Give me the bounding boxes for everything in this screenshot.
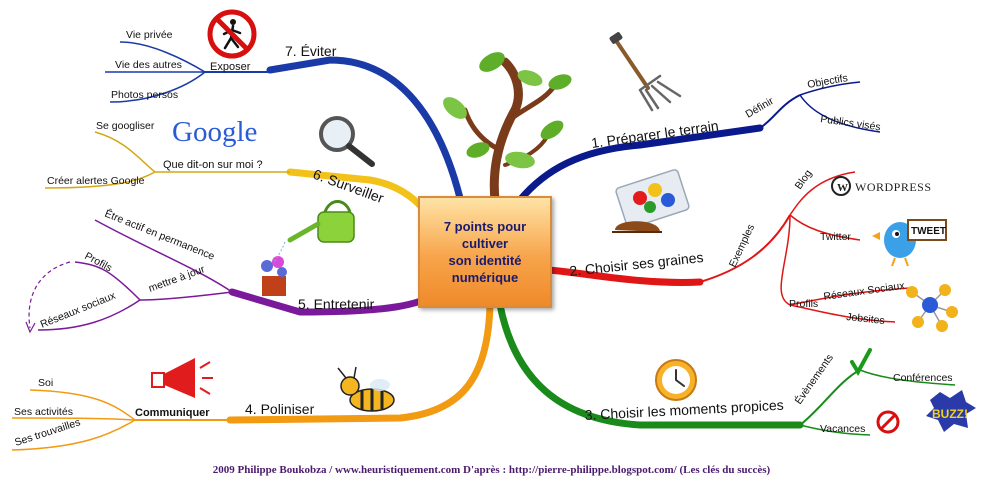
branch-7-leaf-2: Vie des autres bbox=[115, 59, 182, 71]
pitchfork-icon bbox=[609, 32, 682, 112]
bee-icon bbox=[337, 366, 395, 412]
watering-can-icon bbox=[261, 200, 355, 296]
branch-6-sub: Que dit-on sur moi ? bbox=[163, 159, 263, 171]
no-entry-icon bbox=[876, 410, 900, 434]
branch-4-leaf-2: Ses activités bbox=[14, 406, 73, 418]
branch-2-leaf-4: Réseaux Sociaux bbox=[823, 280, 906, 303]
branch-5-leaf-1: Profils bbox=[83, 250, 114, 274]
branch-6-label: 6. Surveiller bbox=[311, 166, 386, 206]
no-walking-sign-icon bbox=[207, 9, 257, 59]
branch-1-leaf-2: Publics visés bbox=[820, 113, 882, 133]
branch-3-leaf-1: Conférences bbox=[893, 372, 953, 384]
branch-5-sub-2: mettre à jour bbox=[147, 263, 207, 295]
branch-2-sub: Exemples bbox=[727, 222, 757, 269]
footer-credits: 2009 Philippe Boukobza / www.heuristique… bbox=[212, 464, 771, 476]
branch-7-leaf-3: Photos persos bbox=[111, 89, 178, 101]
branch-5: 5. Entretenir Être actif en permanence m… bbox=[25, 207, 444, 334]
branch-2-leaf-1: Blog bbox=[793, 167, 815, 191]
google-logo: Google bbox=[172, 116, 257, 148]
branch-7-line bbox=[266, 56, 464, 202]
clock-icon bbox=[655, 359, 697, 401]
branch-7-label: 7. Éviter bbox=[285, 43, 337, 59]
branch-2-leaf-2: Twitter bbox=[820, 231, 851, 243]
network-icon bbox=[906, 284, 958, 332]
branch-2-leaf-5: Jobsites bbox=[846, 311, 886, 327]
buzz-logo: BUZZ! bbox=[926, 390, 976, 432]
checkmark-icon bbox=[850, 348, 872, 377]
twitter-bird-icon: TWEET bbox=[872, 219, 947, 267]
branch-6-leaf-1: Se googliser bbox=[96, 120, 155, 132]
megaphone-icon bbox=[151, 358, 213, 398]
svg-text:WORDPRESS: WORDPRESS bbox=[855, 180, 932, 194]
branch-7-leaf-1: Vie privée bbox=[126, 29, 173, 41]
branch-4-label: 4. Poliniser bbox=[245, 401, 315, 417]
branch-4: 4. Poliniser Communiquer Soi Ses activit… bbox=[11, 301, 494, 451]
branch-3-label: 3. Choisir les moments propices bbox=[584, 397, 784, 423]
central-topic-title: 7 points pour cultiver son identité numé… bbox=[443, 219, 527, 285]
branch-3-sub-1: Évènements bbox=[792, 351, 836, 406]
branch-1-line bbox=[516, 124, 764, 204]
branch-7-sub: Exposer bbox=[210, 61, 251, 73]
branch-1-sub: Définir bbox=[744, 95, 777, 121]
svg-text:TWEET: TWEET bbox=[911, 226, 946, 237]
wordpress-logo: W WORDPRESS bbox=[831, 176, 932, 196]
branch-3-line bbox=[496, 301, 804, 429]
branch-5-leaf-2: Réseaux sociaux bbox=[39, 289, 118, 330]
branch-2-line bbox=[544, 266, 704, 286]
branch-4-leaf-1: Soi bbox=[38, 377, 53, 389]
branch-5-sub-1: Être actif en permanence bbox=[103, 207, 217, 263]
branch-2-label: 2. Choisir ses graines bbox=[569, 249, 705, 279]
branch-2-leaf-3: Profils bbox=[789, 298, 818, 310]
branch-1-leaf-1: Objectifs bbox=[806, 72, 848, 91]
magnifier-icon bbox=[319, 116, 375, 167]
central-topic: 7 points pour cultiver son identité numé… bbox=[418, 196, 552, 308]
seeds-icon bbox=[612, 169, 690, 233]
branch-6-leaf-2: Créer alertes Google bbox=[47, 175, 145, 187]
branch-5-label: 5. Entretenir bbox=[298, 296, 375, 312]
branch-7: 7. Éviter Exposer Vie privée Vie des aut… bbox=[105, 29, 464, 202]
tree-icon bbox=[443, 52, 572, 205]
branch-3-sub-2: Vacances bbox=[820, 423, 865, 435]
svg-text:BUZZ!: BUZZ! bbox=[932, 407, 968, 421]
branch-4-line bbox=[226, 301, 494, 424]
branch-4-sub: Communiquer bbox=[135, 407, 210, 419]
svg-text:W: W bbox=[837, 182, 848, 194]
